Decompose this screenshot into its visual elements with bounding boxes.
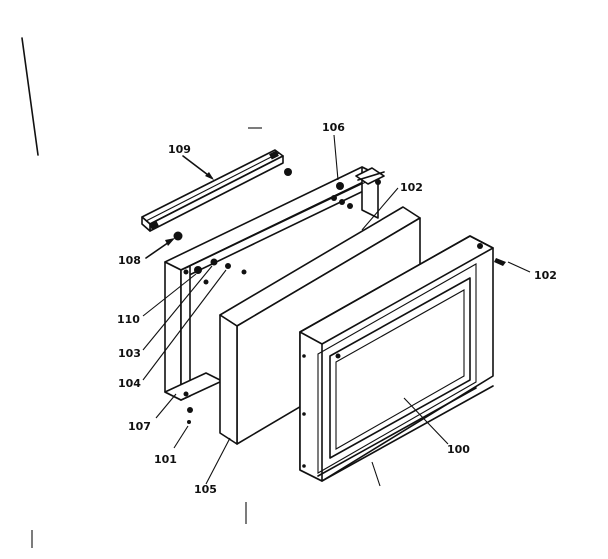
- scan-mark-bottom: [371, 461, 381, 487]
- part-104-spacer: [225, 263, 231, 269]
- part-102-screw-a: [331, 195, 337, 201]
- label-104: 104: [118, 377, 141, 390]
- outer-door-window: [299, 235, 494, 482]
- top-trim-rail: [141, 149, 284, 232]
- label-105: 105: [194, 483, 217, 496]
- label-102-top: 102: [400, 181, 423, 194]
- part-108-washer: [173, 231, 183, 241]
- part-102-screw-b: [494, 258, 506, 266]
- label-106: 106: [322, 121, 345, 134]
- label-101: 101: [154, 453, 177, 466]
- part-101-screw: [187, 407, 193, 413]
- leader-lines: [142, 134, 531, 485]
- label-102-right: 102: [534, 269, 557, 282]
- label-110: 110: [117, 313, 140, 326]
- part-106-bushing: [336, 182, 344, 190]
- label-107: 107: [128, 420, 151, 433]
- label-100: 100: [447, 443, 470, 456]
- scan-mark-left: [21, 37, 39, 156]
- part-110-clip: [194, 266, 202, 274]
- part-labels: 109 106 102 108 102 110 103 104 107 100 …: [117, 121, 557, 496]
- label-108: 108: [118, 254, 141, 267]
- hardware: [173, 168, 506, 424]
- label-109: 109: [168, 143, 191, 156]
- label-103: 103: [118, 347, 141, 360]
- part-103-screw: [210, 258, 218, 266]
